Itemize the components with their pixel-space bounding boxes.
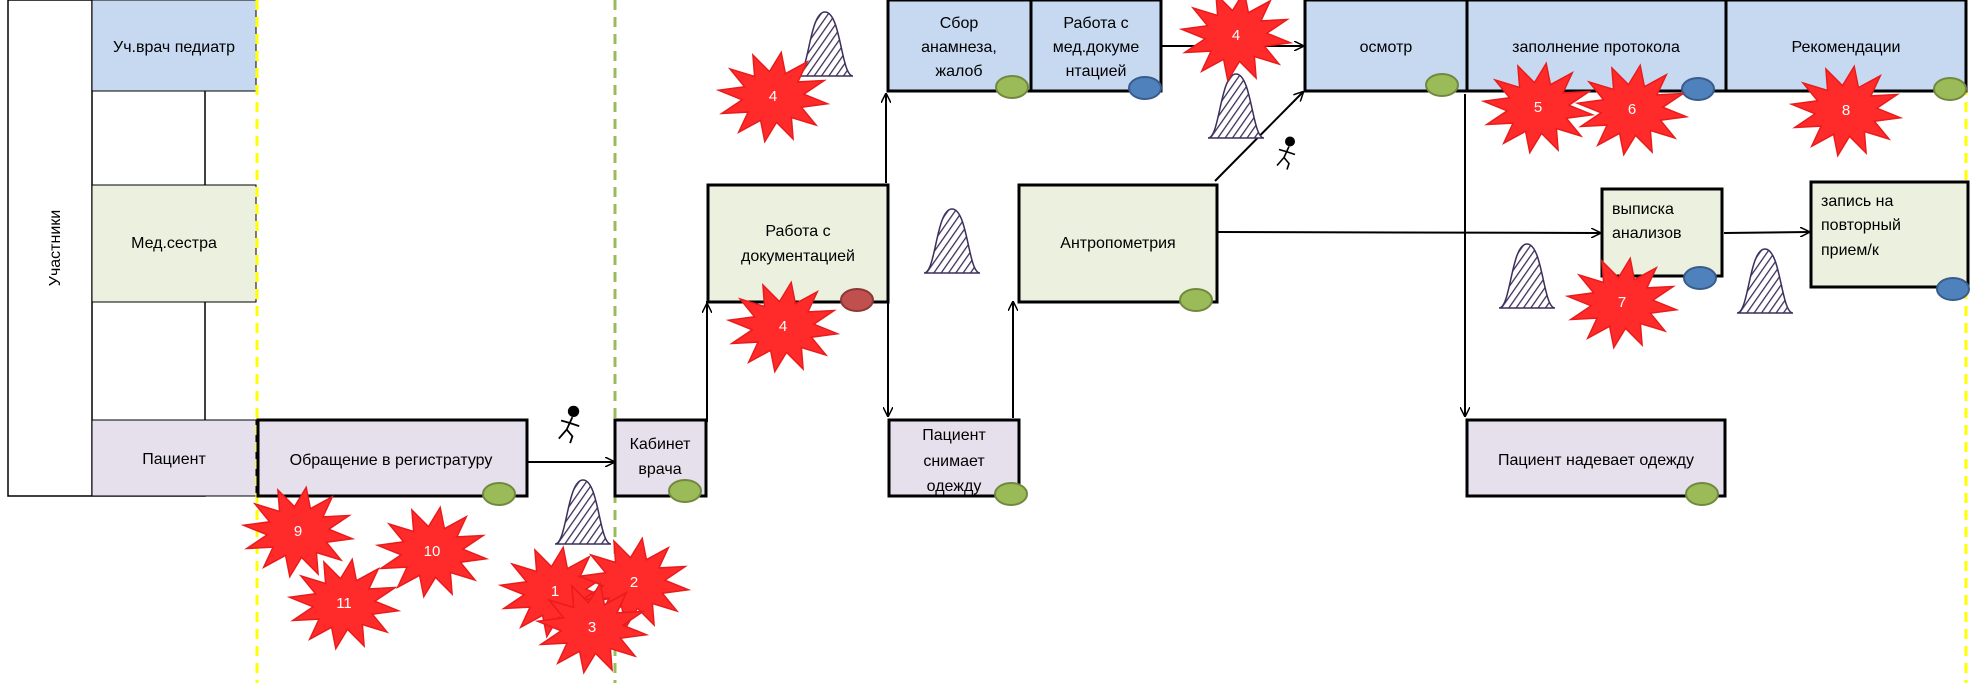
svg-text:нтацией: нтацией [1066, 63, 1127, 80]
lane-doctor [91, 0, 257, 92]
problem-burst: 4 [725, 280, 841, 374]
problem-burst: 4 [1178, 0, 1294, 83]
problem-number: 3 [588, 619, 596, 636]
step-registry: Обращение в регистратуру [256, 418, 529, 498]
problem-burst: 4 [715, 50, 831, 144]
svg-text:Пациент: Пациент [922, 427, 986, 444]
problem-markers: 1 2 3 4 4 4 5 6 7 8 9 10 11 [240, 0, 1904, 675]
problem-burst: 9 [240, 485, 356, 579]
problem-burst: 11 [286, 557, 402, 651]
svg-text:документацией: документацией [741, 248, 855, 265]
step-undress: Пациент снимает одежду [887, 418, 1021, 498]
problem-number: 4 [769, 88, 777, 105]
problem-burst: 8 [1788, 64, 1904, 158]
lane-patient-label: Пациент [142, 451, 206, 468]
status-dot-green [1933, 77, 1967, 101]
problem-number: 9 [294, 523, 302, 540]
step-documentation: Работа с документацией [706, 183, 890, 304]
status-dot-green [482, 482, 516, 506]
svg-text:Работа с: Работа с [1063, 15, 1128, 32]
step-appointment: запись на повторный прием/к [1809, 180, 1970, 289]
problem-number: 2 [630, 574, 638, 591]
step-dress: Пациент надевает одежду [1465, 418, 1727, 498]
svg-text:снимает: снимает [923, 453, 985, 470]
bell-curve-icon [1498, 243, 1556, 309]
status-dot-green [668, 479, 702, 503]
step-protocol: заполнение протокола [1465, 0, 1728, 93]
status-dot-green [1179, 288, 1213, 312]
svg-text:Рекомендации: Рекомендации [1792, 39, 1901, 56]
svg-text:врача: врача [638, 461, 681, 478]
problem-number: 11 [336, 595, 352, 612]
status-dot-green [1685, 482, 1719, 506]
svg-text:мед.докуме: мед.докуме [1053, 39, 1140, 56]
svg-text:жалоб: жалоб [935, 63, 982, 80]
participants-title: Участники [47, 210, 64, 286]
status-indicators [482, 73, 1970, 506]
svg-text:осмотр: осмотр [1360, 39, 1413, 56]
step-recommendations: Рекомендации [1724, 0, 1968, 93]
svg-text:Антропометрия: Антропометрия [1060, 235, 1175, 252]
step-anthropometry: Антропометрия [1017, 183, 1219, 304]
status-dot-blue [1936, 277, 1970, 301]
problem-number: 4 [1232, 27, 1240, 44]
bell-curve-icon [1736, 248, 1794, 314]
problem-number: 4 [779, 318, 787, 335]
problem-burst: 6 [1574, 63, 1690, 157]
status-dot-green [995, 75, 1029, 99]
svg-text:Сбор: Сбор [940, 15, 979, 32]
problem-burst: 10 [374, 505, 490, 599]
svg-text:анамнеза,: анамнеза, [921, 39, 997, 56]
svg-text:Пациент надевает одежду: Пациент надевает одежду [1498, 452, 1694, 469]
status-dot-green [1425, 73, 1459, 97]
step-med-docs: Работа с мед.докуме нтацией [1029, 0, 1163, 93]
lane-doctor-label: Уч.врач педиатр [113, 39, 235, 56]
lane-nurse-label: Мед.сестра [131, 235, 217, 252]
problem-burst: 5 [1480, 61, 1596, 155]
runner-icon [1276, 135, 1296, 171]
bell-curve-icon [554, 479, 612, 545]
svg-text:прием/к: прием/к [1821, 242, 1880, 259]
problem-burst: 7 [1564, 256, 1680, 350]
step-tests: выписка анализов [1600, 187, 1724, 278]
problem-burst: 3 [534, 581, 650, 675]
status-dot-red [840, 288, 874, 312]
svg-text:заполнение протокола: заполнение протокола [1512, 39, 1680, 56]
problem-number: 8 [1842, 102, 1850, 119]
problem-number: 5 [1534, 99, 1542, 116]
svg-text:анализов: анализов [1612, 225, 1681, 242]
problem-number: 7 [1618, 294, 1626, 311]
svg-text:Обращение в регистратуру: Обращение в регистратуру [290, 452, 493, 469]
problem-number: 10 [424, 543, 441, 560]
lane-patient [91, 419, 257, 497]
svg-text:выписка: выписка [1612, 201, 1674, 218]
problem-number: 6 [1628, 101, 1636, 118]
problem-number: 1 [551, 583, 559, 600]
svg-text:Кабинет: Кабинет [630, 436, 692, 453]
bell-curve-icon [1207, 73, 1265, 139]
status-dot-green [994, 482, 1028, 506]
runner-icon [557, 404, 581, 445]
svg-text:Работа с: Работа с [765, 223, 830, 240]
svg-text:одежду: одежду [927, 478, 982, 495]
status-dot-blue [1681, 77, 1715, 101]
status-dot-blue [1683, 266, 1717, 290]
status-dot-blue [1128, 76, 1162, 100]
svg-text:запись на: запись на [1821, 193, 1893, 210]
bell-curve-icon [923, 208, 981, 274]
svg-text:повторный: повторный [1821, 217, 1901, 234]
